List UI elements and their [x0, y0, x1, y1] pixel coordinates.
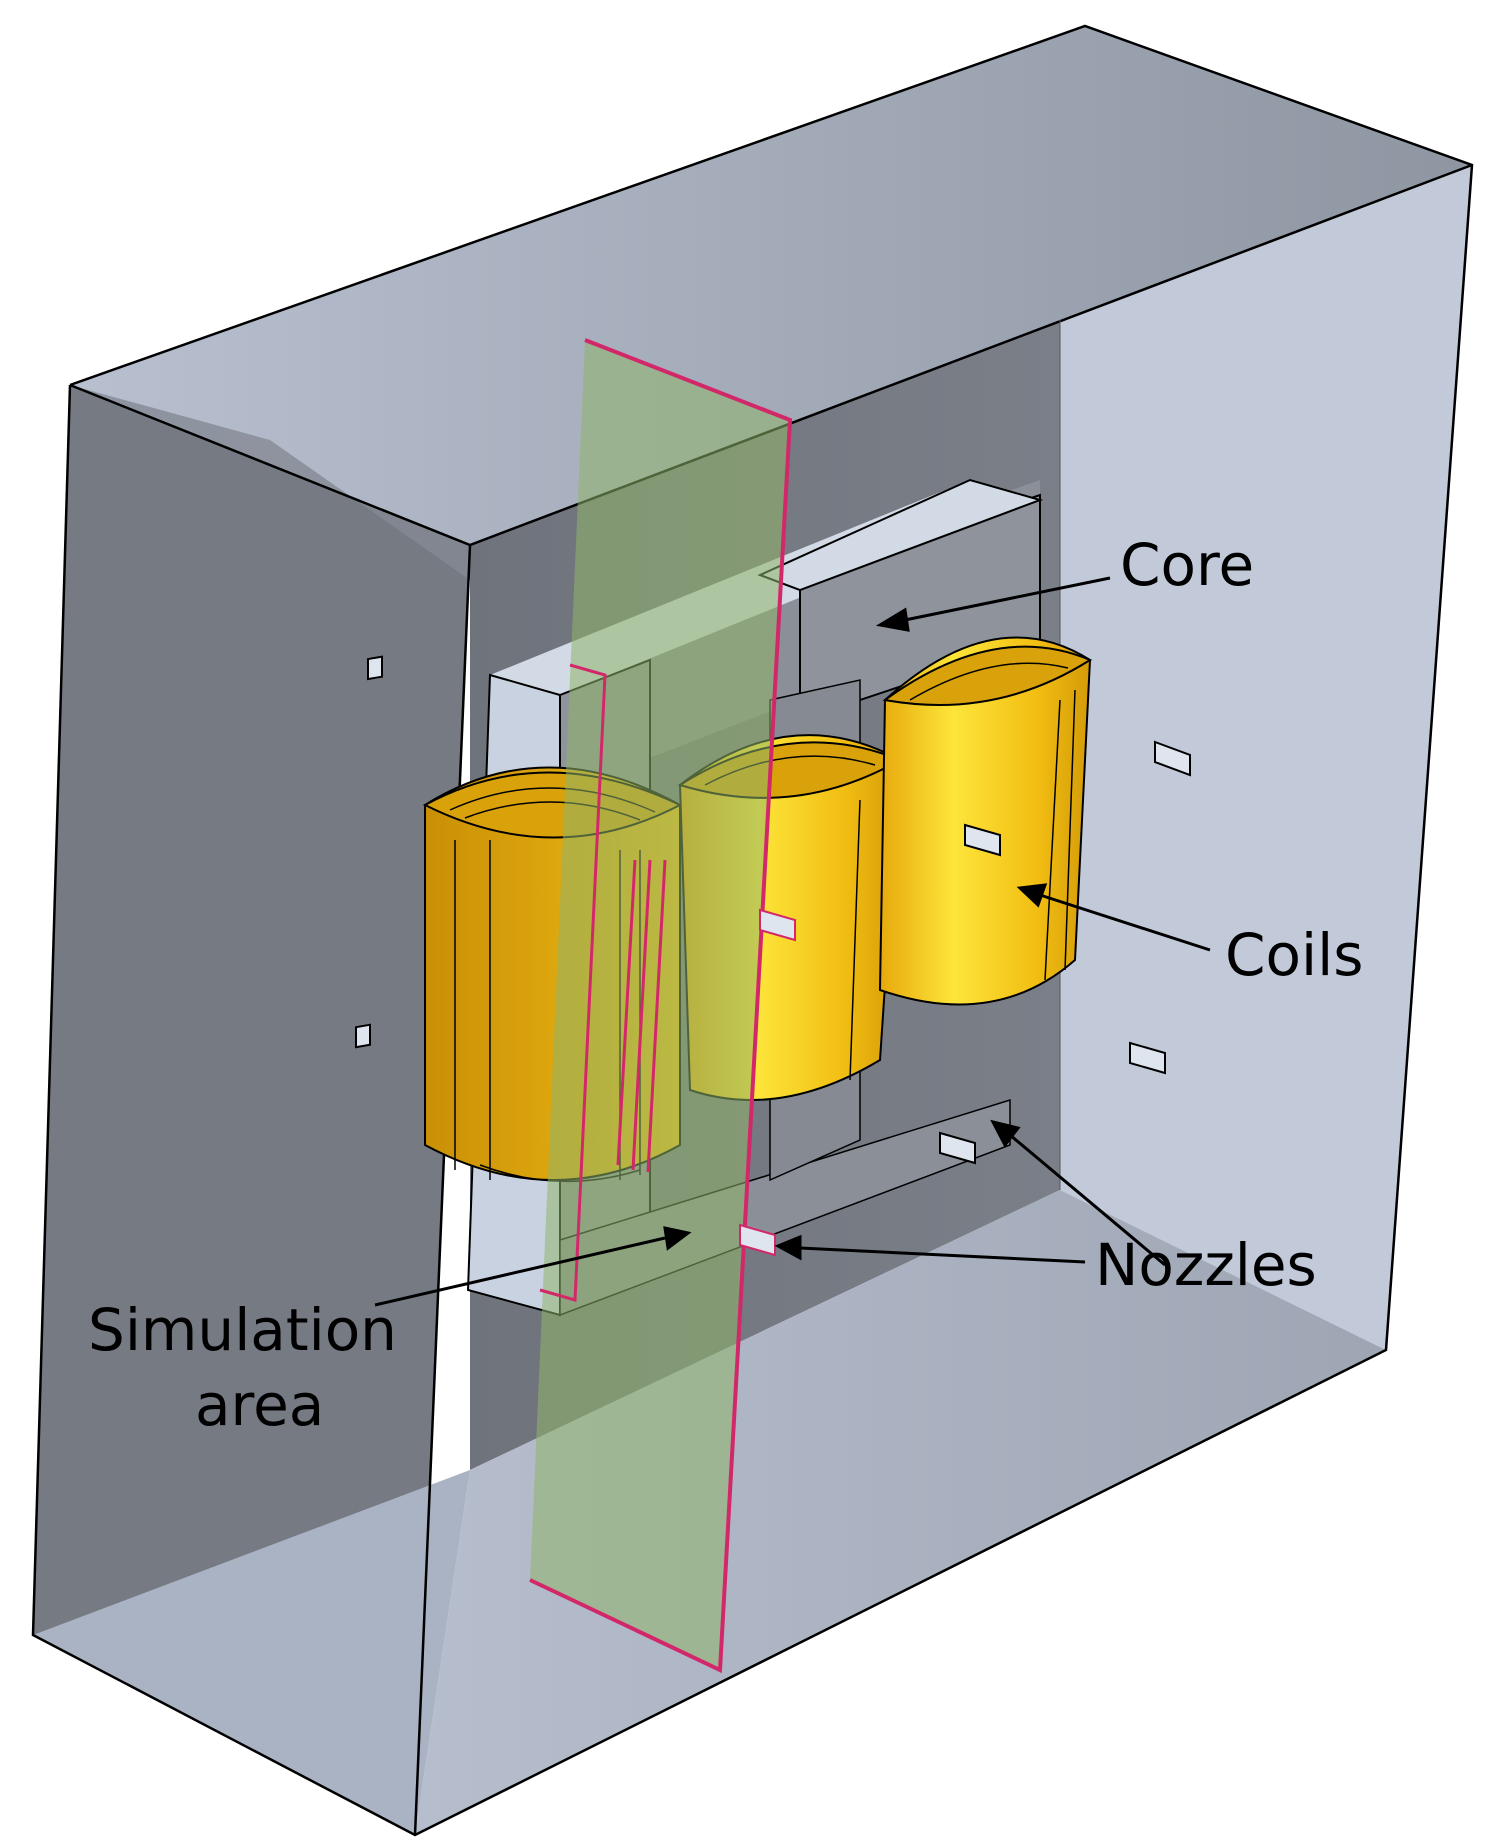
nozzle	[759, 908, 796, 942]
simulation-plane-coil-slice1	[616, 859, 637, 1166]
arrow-core	[904, 576, 1111, 622]
enclosure-outline	[31, 24, 1474, 1837]
nozzle	[964, 823, 1001, 857]
arrow-coils-head	[1016, 883, 1048, 908]
arrow-coils	[1039, 893, 1211, 952]
nozzle	[1129, 1041, 1166, 1075]
coil-right-ring	[909, 662, 1069, 701]
enclosure-left-wall	[33, 385, 470, 1835]
arrow-nozzles-1-head	[990, 1119, 1021, 1148]
coil-right-body	[878, 636, 1092, 1006]
label-core: Core	[1120, 531, 1254, 599]
nozzle	[367, 655, 383, 681]
arrow-core-head	[875, 607, 910, 632]
coil-right-top	[882, 645, 1093, 706]
coil-right-seam2	[1064, 689, 1076, 971]
simulation-plane-coil-slice2	[631, 859, 652, 1171]
nozzle	[355, 1023, 371, 1049]
nozzle	[1154, 740, 1191, 777]
label-simulation-line2: area	[195, 1371, 324, 1439]
nozzle	[939, 1131, 976, 1165]
enclosure-right-wall	[1060, 165, 1472, 1350]
coil-middle-seam	[849, 799, 861, 1081]
coil-right-seam	[1044, 699, 1061, 981]
simulation-plane	[529, 338, 793, 1674]
nozzle	[739, 1223, 776, 1257]
core-block-right-top	[757, 478, 1044, 592]
callout-arrows	[374, 576, 1211, 1307]
enclosure-top-face	[70, 26, 1472, 545]
labels: Core Coils Nozzles Simulation area	[88, 531, 1363, 1439]
simulation-plane-core-slice	[539, 663, 607, 1302]
coil-right	[878, 636, 1093, 1006]
arrow-simulation-head	[663, 1226, 692, 1251]
nozzles	[355, 655, 1191, 1257]
enclosure-front-edge	[413, 544, 472, 1836]
arrow-nozzles-1	[1009, 1133, 1166, 1267]
simulation-plane-edge	[529, 338, 793, 1674]
label-nozzles: Nozzles	[1095, 1231, 1317, 1299]
simulation-plane-coil-slice3	[646, 859, 667, 1173]
label-simulation-line1: Simulation	[88, 1296, 397, 1364]
arrow-nozzles-2	[799, 1246, 1086, 1264]
enclosure-bottom-face	[415, 1190, 1386, 1835]
enclosure-bottom-left	[33, 1470, 470, 1835]
label-coils: Coils	[1225, 921, 1363, 989]
arrow-simulation	[374, 1236, 666, 1307]
arrow-nozzles-2-head	[774, 1234, 802, 1261]
